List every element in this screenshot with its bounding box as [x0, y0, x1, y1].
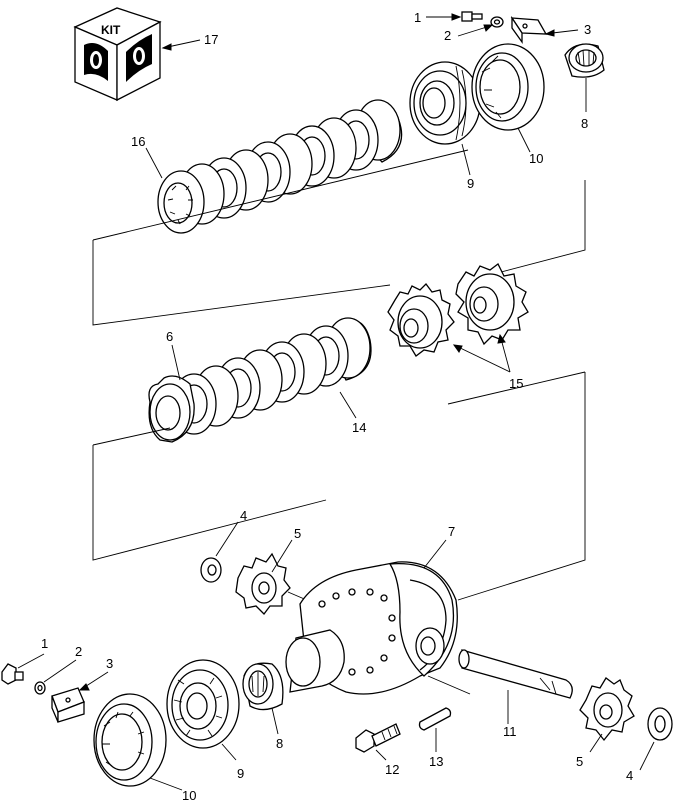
- lock-bolt: [355, 723, 401, 753]
- clutch-pack-lower: [148, 317, 372, 443]
- callout-2-top: 2: [444, 28, 451, 43]
- roller-bearing-top: [409, 61, 481, 145]
- pinion-gear-bottom: [579, 677, 635, 742]
- callout-13: 13: [429, 754, 443, 769]
- callout-4-mid: 4: [240, 508, 247, 523]
- lock-plate-bottom: [51, 687, 85, 723]
- callout-15: 15: [509, 376, 523, 391]
- bearing-cup-bottom: [93, 693, 167, 787]
- callout-12: 12: [385, 762, 399, 777]
- callout-17: 17: [204, 32, 218, 47]
- clutch-pack-upper: [157, 99, 403, 234]
- callout-3-top: 3: [584, 22, 591, 37]
- callout-10-bottom: 10: [182, 788, 196, 803]
- bolt-bottom: [1, 663, 24, 685]
- washer-top: [490, 16, 504, 28]
- callout-11: 11: [503, 724, 517, 739]
- bolt-top: [461, 11, 483, 22]
- callout-6: 6: [166, 329, 173, 344]
- callout-5-bottom: 5: [576, 754, 583, 769]
- callout-9-top: 9: [467, 176, 474, 191]
- bearing-cup-top: [471, 43, 545, 131]
- thrust-washer-bottom: [647, 707, 673, 741]
- needle-bearing-top: [564, 43, 605, 78]
- callout-5-mid: 5: [294, 526, 301, 541]
- kit-box: KIT NEW HOLLAND NEW HOLLAND: [73, 7, 162, 102]
- roll-pin: [418, 707, 452, 731]
- roller-bearing-bottom: [166, 659, 240, 749]
- callout-1-top: 1: [414, 10, 421, 25]
- thrust-washer-mid: [200, 557, 222, 583]
- side-gear-right: [455, 263, 529, 346]
- callout-14: 14: [352, 420, 366, 435]
- washer-bottom: [34, 681, 46, 695]
- callout-10-top: 10: [529, 151, 543, 166]
- callout-3-bottom: 3: [106, 656, 113, 671]
- callout-8-bottom: 8: [276, 736, 283, 751]
- new-holland-logo-left: [84, 43, 108, 81]
- callout-8-top: 8: [581, 116, 588, 131]
- callout-4-bottom: 4: [626, 768, 633, 783]
- callout-1-bottom: 1: [41, 636, 48, 651]
- callout-16: 16: [131, 134, 145, 149]
- kit-label: KIT: [101, 23, 121, 37]
- callout-2-bottom: 2: [75, 644, 82, 659]
- needle-bearing-bottom: [242, 662, 284, 711]
- lock-plate-top: [510, 15, 548, 45]
- side-gear-left: [387, 283, 455, 357]
- callout-7: 7: [448, 524, 455, 539]
- callout-9-bottom: 9: [237, 766, 244, 781]
- differential-case: [285, 561, 458, 695]
- new-holland-logo-right: [126, 34, 152, 82]
- cross-shaft: [458, 649, 573, 699]
- pinion-gear-mid: [235, 552, 291, 615]
